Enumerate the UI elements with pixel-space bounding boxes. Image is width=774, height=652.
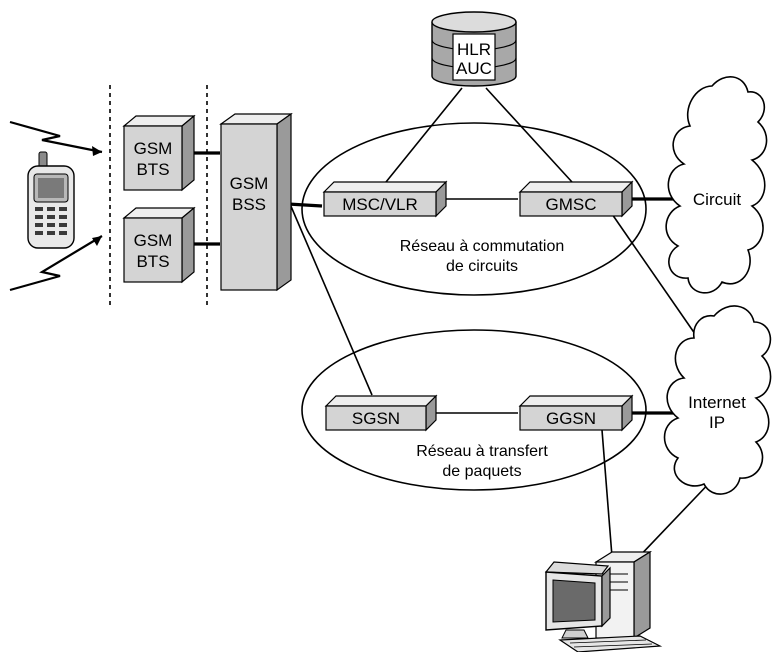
gsm-bts-1: GSM BTS	[122, 114, 196, 192]
gmsc-node: GMSC	[518, 180, 634, 218]
radio-wave-icon	[9, 235, 103, 292]
hlr-label: HLR	[457, 40, 491, 59]
bts-2-label-line2: BTS	[136, 252, 169, 271]
circuit-cloud-label: Circuit	[693, 190, 741, 209]
link-hlr-msc	[385, 87, 463, 183]
sgsn-label: SGSN	[352, 409, 400, 428]
circuit-network-label-line1: Réseau à commutation	[400, 238, 565, 255]
circuit-network-label-line2: de circuits	[446, 258, 518, 275]
ggsn-label: GGSN	[546, 409, 596, 428]
circuit-network-ellipse	[301, 122, 647, 296]
link-computer-internet	[633, 475, 717, 563]
internet-cloud-icon: Internet IP	[663, 305, 772, 495]
sgsn-node: SGSN	[324, 394, 438, 432]
packet-network-label-line2: de paquets	[442, 463, 521, 480]
bts-1-label-line1: GSM	[134, 139, 173, 158]
ggsn-node: GGSN	[518, 394, 634, 432]
msc-vlr-node: MSC/VLR	[322, 180, 448, 218]
computer-icon	[544, 550, 663, 652]
gsm-bss: GSM BSS	[219, 112, 293, 292]
mobile-phone-icon	[27, 151, 75, 249]
bts-1-label-line2: BTS	[136, 160, 169, 179]
gsm-bts-2: GSM BTS	[122, 206, 196, 284]
packet-network-ellipse	[301, 329, 647, 491]
bss-label-line1: GSM	[230, 174, 269, 193]
circuit-cloud-icon: Circuit	[665, 76, 768, 294]
internet-cloud-label-line1: Internet	[688, 393, 746, 412]
link-gmsc-internet	[611, 213, 703, 345]
link-hlr-gmsc	[485, 87, 573, 183]
hlr-auc-database: HLR AUC	[431, 11, 517, 87]
bts-2-label-line1: GSM	[134, 231, 173, 250]
gmsc-label: GMSC	[546, 195, 597, 214]
bss-label-line2: BSS	[232, 195, 266, 214]
auc-label: AUC	[456, 59, 492, 78]
hlr-label-box	[452, 33, 496, 81]
packet-network-label-line1: Réseau à transfert	[416, 443, 548, 460]
msc-label: MSC/VLR	[342, 195, 418, 214]
link-bss-msc	[287, 202, 323, 208]
link-bss-sgsn	[289, 203, 373, 396]
links	[192, 87, 717, 583]
internet-cloud-label-line2: IP	[709, 413, 725, 432]
radio-wave-icon	[9, 120, 103, 156]
